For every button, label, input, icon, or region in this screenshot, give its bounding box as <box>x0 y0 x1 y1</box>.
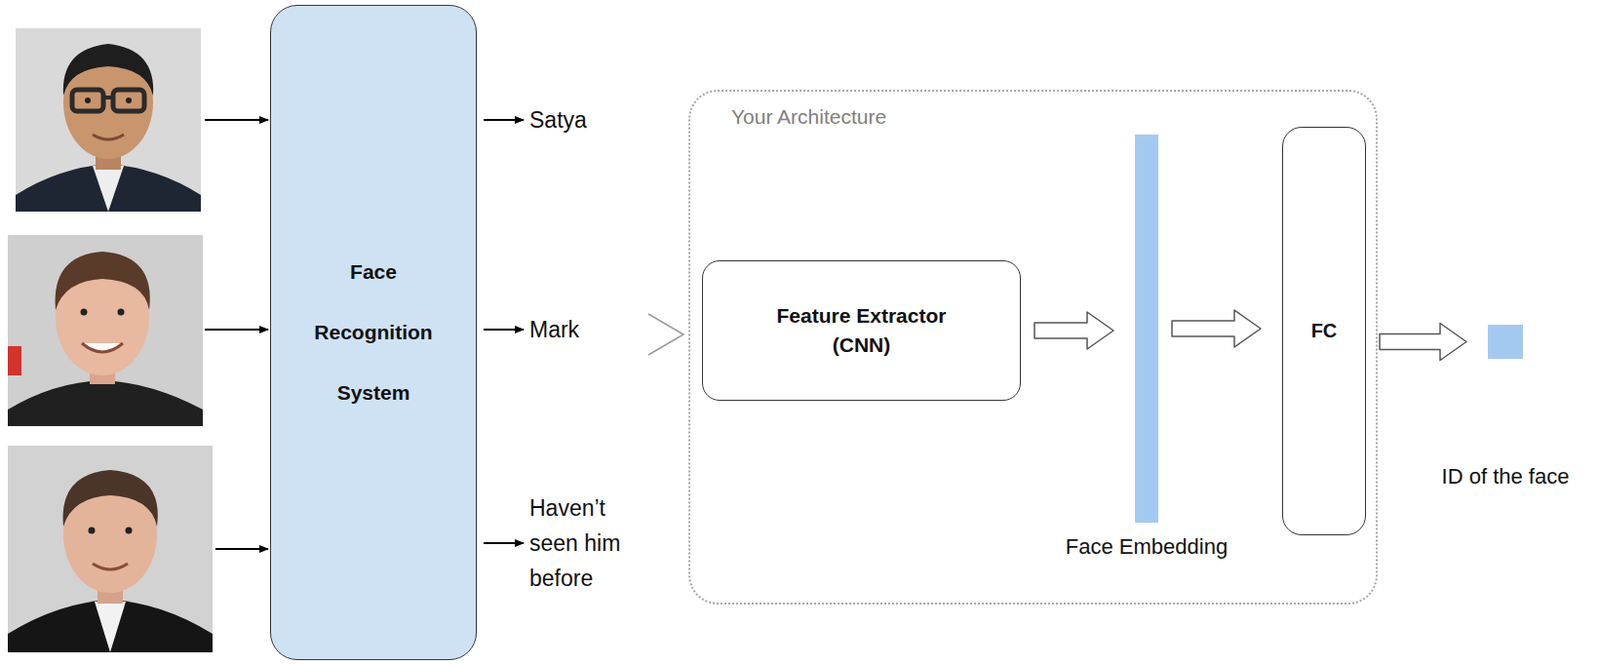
process-box: FC <box>1282 126 1366 536</box>
embedding-bar: Face Embedding <box>1134 134 1159 523</box>
face-photo <box>117 309 125 316</box>
input-arrow <box>204 118 269 121</box>
output-square: ID of the face <box>1487 324 1523 359</box>
node-label: Face Recognition System <box>300 241 447 424</box>
face-photo <box>92 563 128 570</box>
face-photo <box>15 28 201 212</box>
region-heading: Your Architecture <box>731 105 887 129</box>
face-photo <box>55 251 151 311</box>
face-photo <box>81 343 123 352</box>
output-arrow <box>483 542 524 545</box>
face-photo <box>7 234 203 427</box>
face-photo <box>7 380 203 427</box>
output-label: Haven’t seen him before <box>529 490 645 596</box>
face-photo <box>7 599 213 653</box>
output-label: Mark <box>529 316 580 344</box>
node-label: Feature Extractor (CNN) <box>761 301 962 360</box>
face-photo <box>103 95 114 100</box>
node-caption: Face Embedding <box>1065 534 1228 560</box>
process-box: Feature Extractor (CNN) <box>702 260 1021 401</box>
input-chevron <box>648 313 684 355</box>
flow-arrow <box>1171 310 1261 348</box>
face-photo <box>125 97 132 104</box>
face-photo <box>80 309 88 316</box>
face-photo <box>7 234 203 427</box>
face-photo <box>88 527 96 535</box>
system-box: Face Recognition System <box>270 4 477 661</box>
input-arrow <box>204 119 269 549</box>
flow-arrow <box>1379 323 1467 361</box>
flow-arrow <box>1034 312 1114 350</box>
node-caption: ID of the face <box>1442 464 1570 490</box>
face-photo <box>63 469 158 527</box>
input-arrow <box>204 328 269 331</box>
output-label: Satya <box>529 107 587 134</box>
face-photo <box>7 445 213 653</box>
face-photo <box>15 28 201 212</box>
face-photo <box>84 97 91 104</box>
face-photo <box>7 346 22 376</box>
face-photo <box>15 163 201 212</box>
output-arrow <box>483 328 524 331</box>
node-label: FC <box>1311 319 1338 343</box>
input-arrow <box>215 547 269 550</box>
output-arrow <box>483 119 524 544</box>
face-photo <box>125 527 133 535</box>
architecture-region: Your ArchitectureFeature Extractor (CNN)… <box>688 89 1378 605</box>
face-photo <box>94 601 126 653</box>
face-photo <box>92 165 124 212</box>
face-photo <box>7 445 213 653</box>
face-photo <box>92 134 124 140</box>
face-photo <box>72 89 104 112</box>
face-photo <box>113 89 145 112</box>
output-arrow <box>483 118 524 121</box>
